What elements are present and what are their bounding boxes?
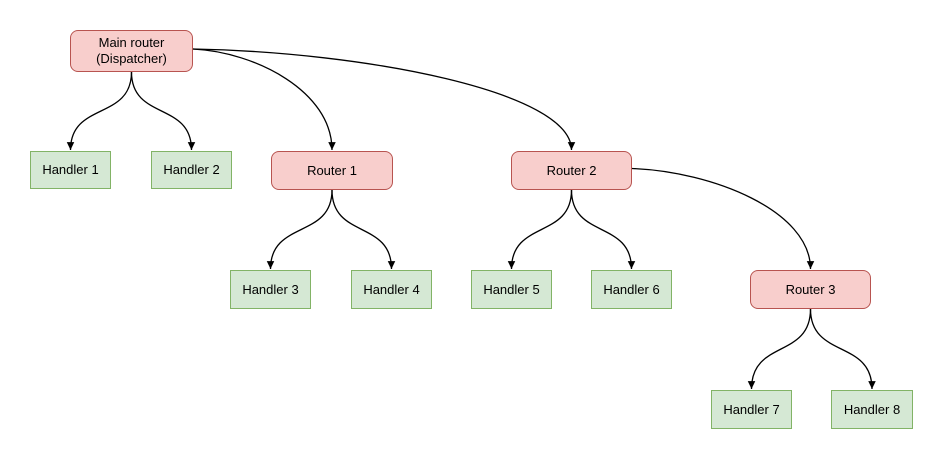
edge-r3-to-h8 [809,308,876,390]
node-router-1[interactable]: Router 1 [271,151,393,190]
node-handler-5[interactable]: Handler 5 [471,270,552,309]
node-handler-7[interactable]: Handler 7 [711,390,792,429]
node-handler-3[interactable]: Handler 3 [230,270,311,309]
edge-r3-to-h7 [747,308,812,390]
node-label: Handler 4 [363,281,420,297]
node-label: Router 1 [307,162,357,178]
edge-r2-to-r3 [631,167,815,270]
node-handler-8[interactable]: Handler 8 [831,390,913,429]
node-main-router-dispatcher[interactable]: Main router (Dispatcher) [70,30,193,72]
node-label: Handler 3 [242,281,299,297]
node-handler-4[interactable]: Handler 4 [351,270,432,309]
node-label: Router 3 [785,281,836,297]
node-router-2[interactable]: Router 2 [511,151,632,190]
node-router-3[interactable]: Router 3 [750,270,871,309]
node-handler-2[interactable]: Handler 2 [151,151,232,189]
node-label: Handler 6 [603,281,660,297]
edge-r1-to-h3 [266,189,333,270]
edge-main-to-r1 [192,48,336,151]
node-handler-6[interactable]: Handler 6 [591,270,672,309]
node-label: Handler 8 [843,401,901,417]
node-label: Handler 1 [42,162,99,177]
edge-r2-to-h5 [507,189,573,270]
node-label: Router 2 [546,162,597,178]
edge-main-to-h1 [66,71,133,151]
node-label: Handler 2 [163,162,220,177]
node-label: Handler 7 [723,401,780,417]
edge-main-to-r2 [192,48,576,151]
edge-main-to-h2 [130,71,196,151]
node-label: Handler 5 [483,281,540,297]
node-handler-1[interactable]: Handler 1 [30,151,111,189]
edge-r1-to-h4 [331,189,396,270]
node-label: Main router (Dispatcher) [96,35,167,66]
edge-r2-to-h6 [570,189,636,270]
